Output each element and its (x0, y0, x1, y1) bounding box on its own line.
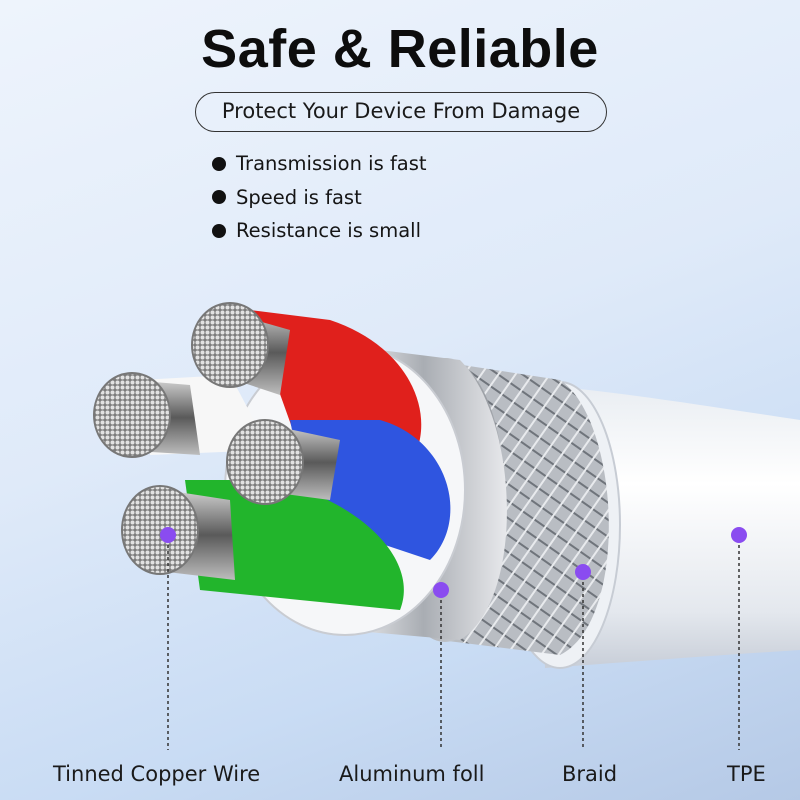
marker-foil (433, 582, 449, 598)
headline: Safe & Reliable (201, 19, 599, 79)
copper-strands (93, 302, 340, 580)
feature-text: Transmission is fast (236, 152, 427, 176)
label-tpe: TPE (727, 762, 766, 786)
green-wire (185, 480, 404, 610)
feature-list: Transmission is fast Speed is fast Resis… (212, 147, 427, 248)
label-aluminum-foil: Aluminum foll (339, 762, 485, 786)
feature-text: Resistance is small (236, 219, 421, 243)
bullet-icon (212, 223, 226, 238)
feature-text: Speed is fast (236, 185, 362, 209)
bullet-icon (212, 190, 226, 205)
marker-braid (575, 564, 591, 580)
feature-item: Speed is fast (212, 181, 427, 215)
marker-tpe (731, 527, 747, 543)
label-braid: Braid (562, 762, 618, 786)
marker-copper (160, 527, 176, 543)
feature-item: Resistance is small (212, 214, 427, 248)
label-tinned-copper-wire: Tinned Copper Wire (53, 762, 261, 786)
feature-item: Transmission is fast (212, 147, 427, 181)
bullet-icon (212, 156, 226, 171)
subtitle-pill: Protect Your Device From Damage (195, 92, 607, 132)
